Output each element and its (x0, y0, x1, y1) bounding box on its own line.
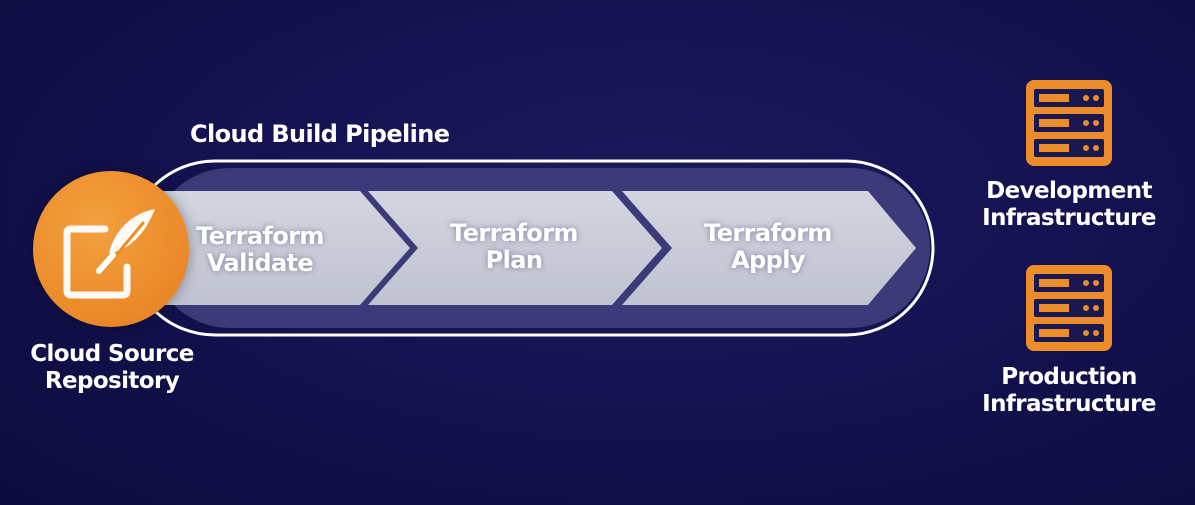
production-label-line1: Production (1001, 364, 1137, 390)
source-label-line1: Cloud Source (30, 341, 194, 367)
pipeline-title: Cloud Build Pipeline (190, 120, 450, 148)
stage-apply-chevron (622, 191, 916, 305)
development-label-line2: Infrastructure (982, 205, 1156, 231)
stage-validate-chevron (150, 191, 410, 305)
production-label-line2: Infrastructure (982, 391, 1156, 417)
source-repository-node (33, 171, 189, 327)
production-infrastructure-label: Production Infrastructure (969, 364, 1169, 418)
stage-plan-line1: Terraform (450, 219, 578, 247)
stage-plan-label: Terraform Plan (419, 220, 609, 274)
production-server-icon (1026, 265, 1112, 351)
stage-plan-line2: Plan (485, 246, 543, 274)
repository-edit-icon (63, 209, 155, 299)
development-infrastructure-label: Development Infrastructure (969, 178, 1169, 232)
stage-apply-label: Terraform Apply (673, 220, 863, 274)
source-label-line2: Repository (44, 368, 180, 394)
stage-apply-line2: Apply (731, 246, 805, 274)
stage-apply-line1: Terraform (704, 219, 832, 247)
development-label-line1: Development (986, 178, 1152, 204)
stage-validate-line2: Validate (206, 249, 314, 277)
development-server-icon (1026, 80, 1112, 166)
source-repository-label: Cloud Source Repository (22, 341, 202, 395)
stage-validate-label: Terraform Validate (165, 223, 355, 277)
stage-validate-line1: Terraform (196, 222, 324, 250)
stage-plan-chevron (368, 191, 662, 305)
